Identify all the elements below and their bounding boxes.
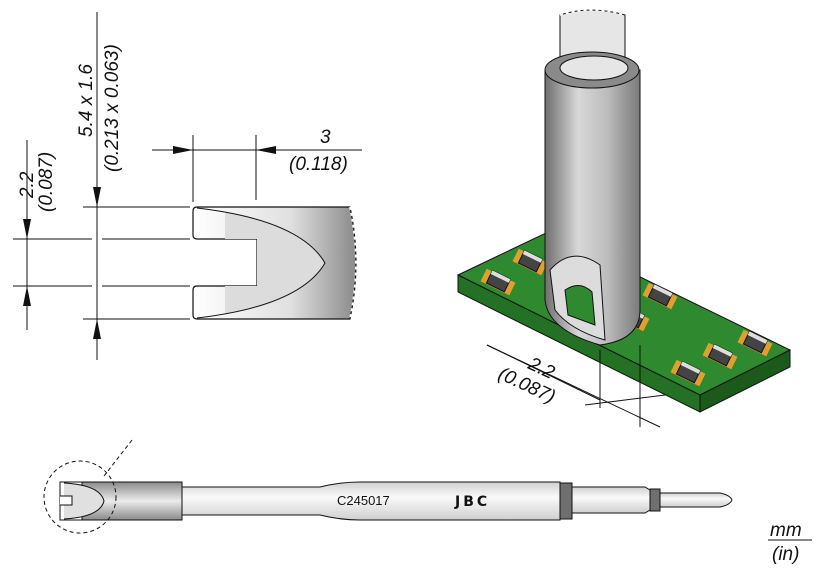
full-tip-view: C245017 JBC	[43, 439, 733, 534]
units-legend: mm (in)	[768, 520, 812, 565]
part-number: C245017	[337, 493, 390, 508]
board-view: 2.2 (0.087)	[456, 9, 792, 428]
brand-logo: JBC	[454, 494, 490, 510]
slot-depth-mm: 3	[320, 127, 331, 148]
ring	[559, 482, 573, 520]
soldering-tip-3d	[544, 9, 641, 346]
pcb-side-right	[699, 349, 791, 413]
slot-width-in: (0.087)	[36, 152, 57, 212]
tip-face-edge	[196, 207, 326, 319]
tip-size-in: (0.213 x 0.063)	[102, 44, 123, 172]
unit-secondary: (in)	[772, 544, 799, 565]
shaft	[181, 481, 561, 521]
slot-depth-in: (0.118)	[289, 154, 348, 175]
tip-size-mm: 5.4 x 1.6	[76, 64, 97, 137]
slot-width-mm: 2.2	[17, 171, 38, 199]
detail-view: 2.2 (0.087) 5.4 x 1.6 (0.213 x 0.063) 3 …	[13, 12, 362, 360]
unit-primary: mm	[770, 520, 802, 541]
